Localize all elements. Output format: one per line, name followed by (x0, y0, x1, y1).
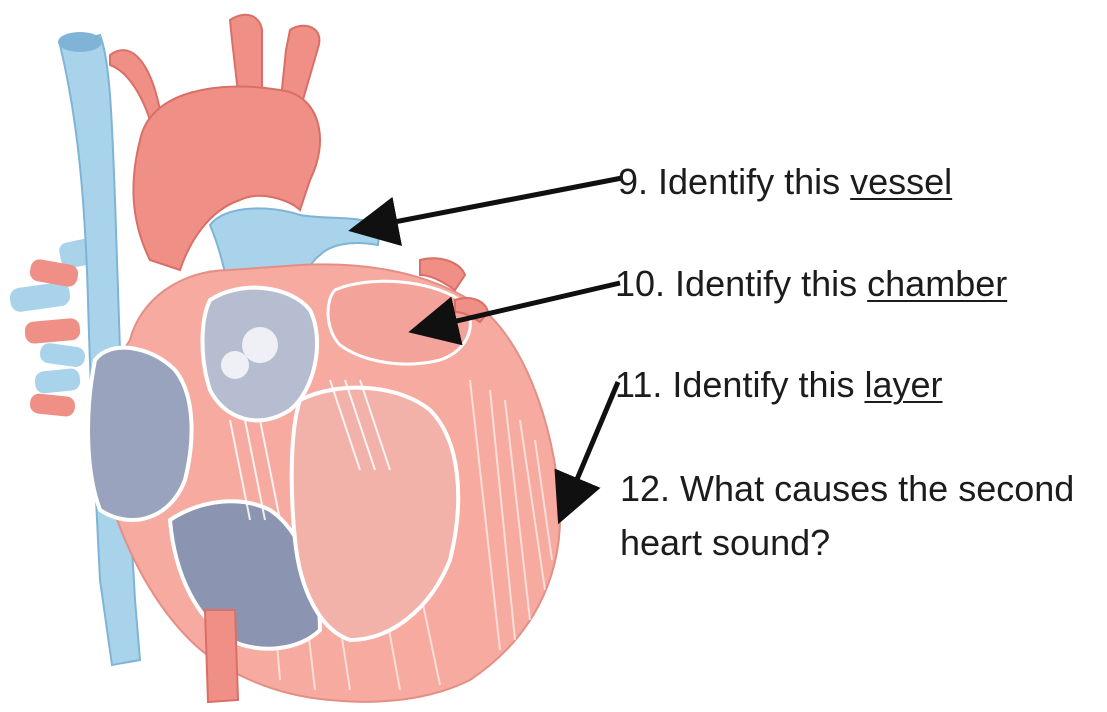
question-11-number: 11 (615, 364, 652, 405)
question-10: 10. Identify this chamber (615, 262, 1007, 306)
question-11-prefix: . Identify this (652, 364, 864, 405)
question-10-number: 10 (615, 263, 655, 304)
question-10-prefix: . Identify this (655, 263, 867, 304)
question-9: 9. Identify this vessel (618, 160, 952, 204)
question-9-number: 9 (618, 161, 638, 202)
descending-aorta (205, 610, 238, 702)
question-9-keyword: vessel (850, 161, 952, 202)
question-12-line1: . What causes the second (660, 468, 1074, 509)
question-11: 11. Identify this layer (615, 363, 943, 407)
question-12-number: 12 (620, 468, 660, 509)
question-9-prefix: . Identify this (638, 161, 850, 202)
arrow-q9 (358, 178, 622, 229)
question-12-line2: heart sound? (620, 522, 830, 563)
right-atrium-interior (88, 348, 192, 520)
question-10-keyword: chamber (867, 263, 1007, 304)
arrow-q11 (562, 382, 618, 515)
question-11-keyword: layer (864, 364, 942, 405)
question-12: 12. What causes the second heart sound? (620, 462, 1074, 570)
